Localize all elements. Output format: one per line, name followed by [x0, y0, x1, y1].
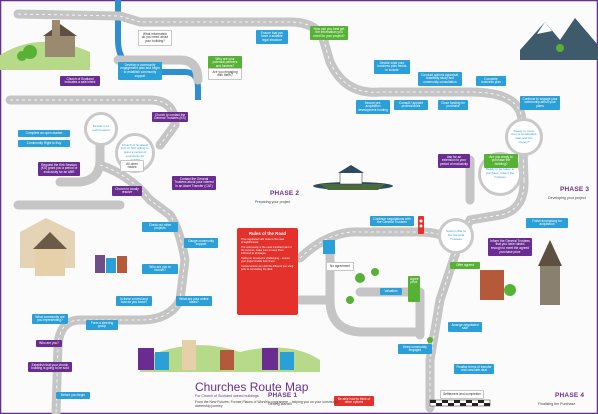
- junction-decide-path: Decide on a path forward: [84, 112, 118, 146]
- step-need: Is there a need and how do you know?: [116, 296, 152, 307]
- step-negotiated-sale: Arrange negotiated sale: [448, 322, 482, 333]
- step-request-exclusivity: Request the Kirk Session (KS) grant you …: [38, 162, 80, 177]
- step-community-representing: What community are you representing?: [32, 314, 68, 325]
- phase-2-sub: Preparing your project: [255, 200, 291, 204]
- step-continue-negotiations: Continue negotiations with the General T…: [370, 216, 414, 227]
- finish-line: [429, 399, 491, 407]
- step-before-begin: Before you begin: [56, 392, 90, 399]
- step-who-are-you: Who are you?: [36, 340, 62, 347]
- step-extension: Ask for an extension to your period of e…: [438, 154, 470, 169]
- junction-sustainable-plan: Ready to move from a sustainable plan an…: [505, 118, 543, 156]
- step-online-ideas: What are your online ideas?: [176, 296, 212, 307]
- step-finish-fundraising: Finish fundraising for acquisition: [526, 218, 568, 229]
- island-cottage-roof: [338, 165, 364, 173]
- step-right-to-buy: Community Right to Buy: [18, 140, 70, 147]
- town-row: [95, 255, 294, 370]
- step-all-other-routes: All other routes: [120, 160, 144, 173]
- rules-of-the-road-panel: Rules of the Road This negotiated sale r…: [237, 228, 298, 315]
- rule-4: Conversations can visit the different yo…: [241, 264, 294, 271]
- rule-1: This negotiated sale route is the most s…: [241, 238, 285, 245]
- phase-1-sub: Getting started: [268, 402, 292, 406]
- step-engage-community: Continue to engage your community about …: [520, 96, 560, 111]
- island-cottage: [339, 171, 363, 185]
- map-subtitle: For Church of Scotland owned buildings: [195, 394, 259, 398]
- island: [320, 184, 385, 190]
- mountains-top-right: [520, 18, 598, 60]
- step-other-options: Be able how to think of other options: [334, 396, 374, 407]
- step-steering-group: Form a steering group: [86, 320, 118, 331]
- step-settlement: Settlement and completion: [440, 390, 484, 399]
- phase-4-sub: Finalising the Purchase: [538, 402, 576, 406]
- step-business-plan-contents: Decide what your business plan needs to …: [374, 60, 410, 75]
- step-complete-business-plan: Complete business plan: [476, 76, 506, 87]
- step-engaging-them: Are you engaging with them?: [208, 68, 242, 81]
- rules-title: Rules of the Road: [248, 231, 287, 236]
- step-offer-agreed: Offer agreed: [450, 262, 480, 269]
- step-agree-price: Agree price: [408, 276, 420, 302]
- step-gauge-support: Gauge community support: [184, 238, 218, 249]
- church-right: [540, 265, 560, 305]
- step-pre-acquisition-funding: Secure pre-acquisition development fundi…: [356, 100, 390, 115]
- step-partners-funders: Who are your potential partners and fund…: [208, 56, 242, 71]
- step-legal-structure: Ensure that you have a suitable legal st…: [256, 30, 288, 45]
- step-keep-engaged: Keep community engaged: [398, 344, 432, 355]
- step-building-sold: Establish that your church building is g…: [28, 362, 72, 373]
- step-inform-raised: Inform the General Trustees that you hav…: [488, 238, 532, 256]
- junction-submit-offer: Submit offer to the General Trustees: [438, 218, 474, 254]
- phase-1-label: PHASE 1: [268, 392, 298, 399]
- step-options-appraisal: Conduct options appraisal, feasibility s…: [418, 72, 462, 87]
- step-valuation: Valuation: [380, 288, 402, 295]
- step-contact-trustees-cat: Contact the General Trustees about your …: [172, 176, 216, 191]
- rule-2: The community is the most important part…: [241, 245, 292, 256]
- step-open-market: Complete an open market: [18, 130, 70, 137]
- snowcap: [537, 22, 552, 34]
- trees: [17, 44, 564, 343]
- church-bottom-left: [35, 248, 65, 276]
- phase-3-sub: Developing your project: [548, 196, 586, 200]
- step-sale-intent: Church of Scotland indicates a sale inte…: [60, 76, 100, 87]
- step-engagement-plan: Develop a community engagement plan and …: [118, 62, 162, 80]
- map-title: Churches Route Map: [195, 380, 309, 394]
- house-right: [480, 270, 504, 300]
- step-no-agreement: No agreement: [326, 262, 354, 271]
- church-top-left: [45, 35, 75, 57]
- step-ready-to-purchase: Are you ready to purchase the building?: [484, 154, 518, 169]
- map-description: From the New Futures: Former Places of W…: [195, 400, 339, 409]
- road-sign-turn: [323, 240, 335, 254]
- rule-3: Taking on an asset is challenging – ensu…: [241, 256, 290, 264]
- step-contact-trustees-ks: Church to contact the General Trustees (…: [152, 112, 188, 123]
- step-building-info: What information do you need about your …: [138, 30, 172, 47]
- step-get-information: How can you best get the information you…: [310, 26, 348, 41]
- step-appoint-professionals: Consult / appoint professionals: [394, 100, 428, 111]
- step-locally-resolve: Church to locally resolve: [112, 186, 142, 197]
- step-other-projects: Check out other projects: [142, 222, 178, 233]
- step-close-funding: Close funding for purchase: [438, 100, 468, 111]
- phase-2-label: PHASE 2: [270, 190, 300, 197]
- step-finalise-terms: Finalise terms of transfer and conclude …: [454, 364, 494, 375]
- phase-3-label: PHASE 3: [560, 186, 590, 193]
- phase-4-label: PHASE 4: [555, 392, 585, 399]
- step-who-to-involve: Who are you to involve?: [142, 264, 178, 275]
